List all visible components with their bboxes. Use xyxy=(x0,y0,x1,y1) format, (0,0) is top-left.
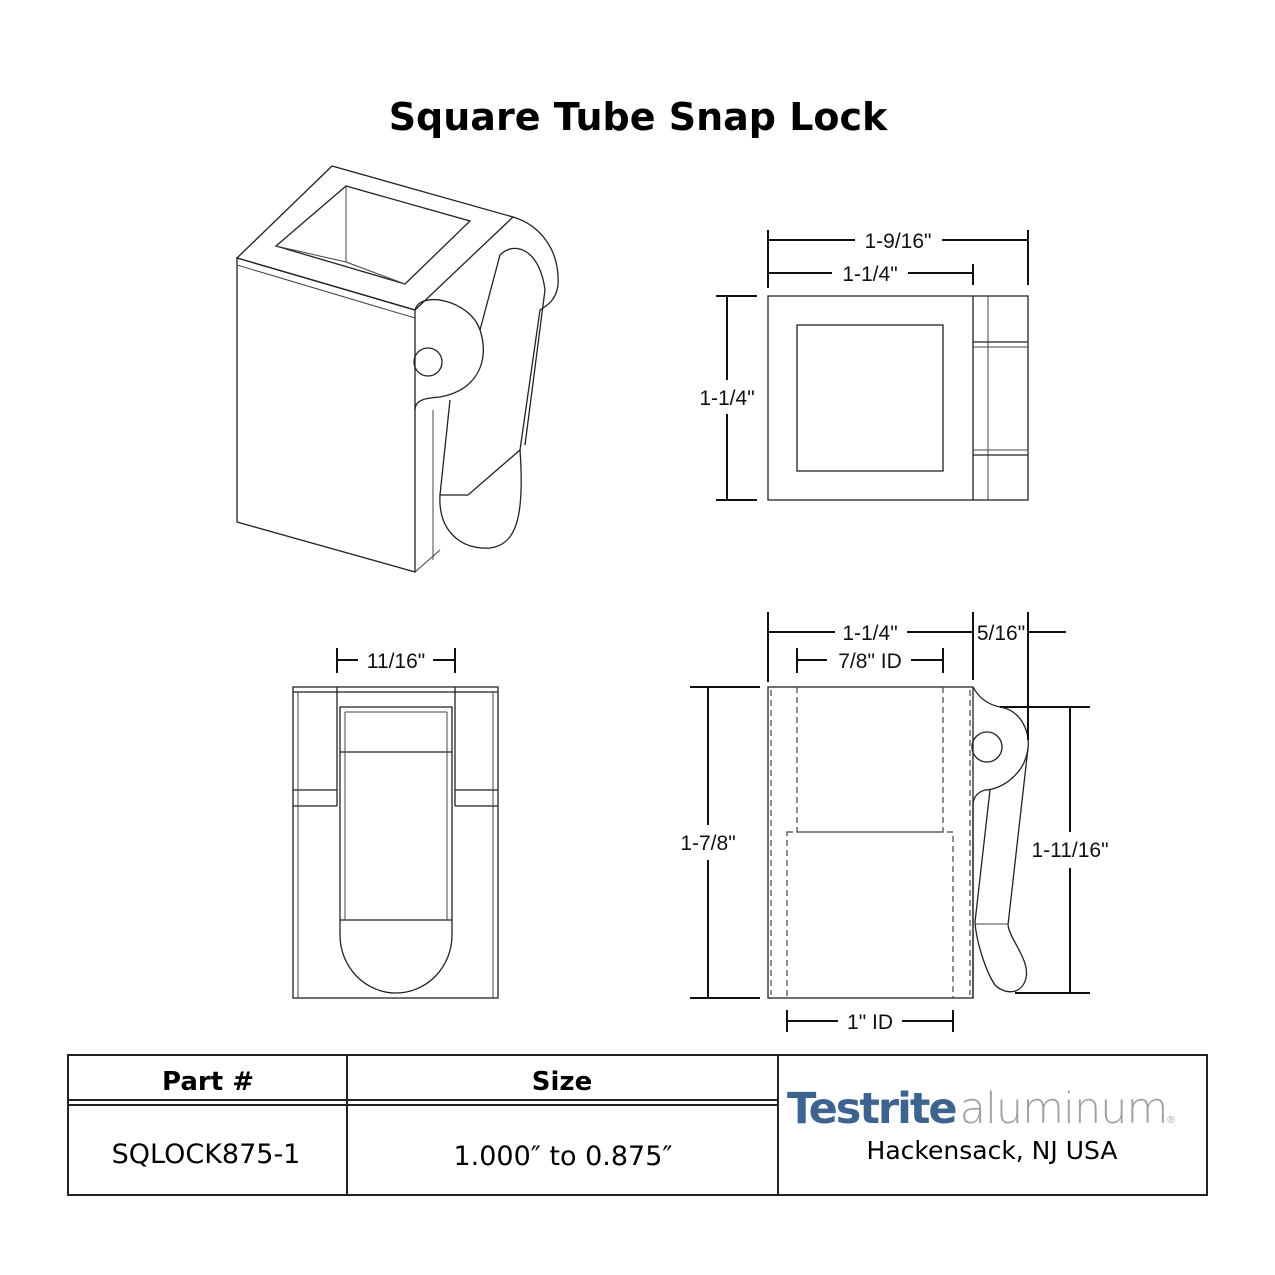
dim-overall-width: 1-9/16" xyxy=(865,230,932,253)
header-part-number: Part # xyxy=(162,1067,254,1097)
brand-logo: Testritealuminum® xyxy=(787,1084,1175,1134)
dim-inner-top-id: 7/8" ID xyxy=(838,650,901,673)
rear-view xyxy=(292,648,499,999)
brand-location: Hackensack, NJ USA xyxy=(867,1136,1118,1165)
dim-side-height: 1-7/8" xyxy=(680,832,735,855)
header-size: Size xyxy=(532,1067,592,1097)
top-view xyxy=(716,230,1029,501)
page-title: Square Tube Snap Lock xyxy=(389,95,888,139)
dim-rear-width: 11/16" xyxy=(367,650,425,673)
dim-body-width: 1-1/4" xyxy=(842,263,897,286)
dim-side-body-width: 1-1/4" xyxy=(842,622,897,645)
dim-lever-height: 1-11/16" xyxy=(1031,839,1108,862)
part-table xyxy=(67,1054,1208,1196)
cell-size: 1.000″ to 0.875″ xyxy=(453,1141,672,1172)
isometric-view xyxy=(235,165,559,573)
side-view xyxy=(690,612,1090,1032)
dim-top-height: 1-1/4" xyxy=(699,387,754,410)
cell-part-number: SQLOCK875-1 xyxy=(112,1139,301,1170)
dim-lever-offset: 5/16" xyxy=(977,622,1025,645)
dim-inner-bottom-id: 1" ID xyxy=(847,1011,893,1034)
logo-text: Testritealuminum® xyxy=(787,1084,1175,1134)
